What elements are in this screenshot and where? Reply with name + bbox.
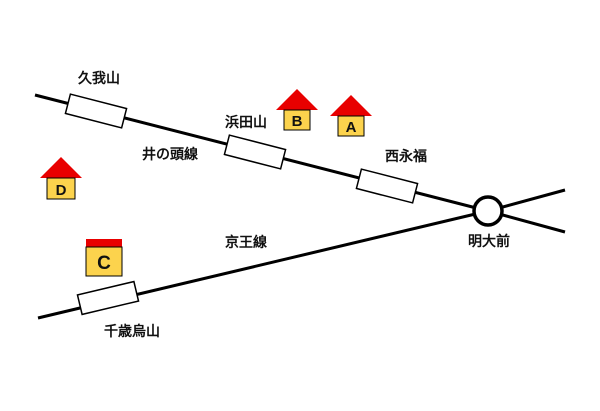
station-chitosekarasuyama-box[interactable] bbox=[76, 280, 140, 316]
meidaimae-label: 明大前 bbox=[468, 233, 510, 250]
marker-d-roof-icon bbox=[40, 157, 82, 178]
hamadayama-label: 浜田山 bbox=[225, 114, 267, 131]
marker-d[interactable]: D bbox=[40, 157, 82, 200]
marker-c-roof-icon bbox=[86, 239, 122, 247]
station-nishieifuku-box[interactable] bbox=[355, 168, 419, 204]
marker-d-label: D bbox=[56, 182, 67, 199]
marker-b-house-icon bbox=[283, 109, 311, 131]
marker-a[interactable]: A bbox=[330, 95, 372, 137]
inokashira-line-label: 井の頭線 bbox=[142, 146, 198, 163]
marker-b-roof-icon bbox=[276, 89, 318, 110]
chitosekarasuyama-label: 千歳烏山 bbox=[104, 323, 160, 340]
marker-c[interactable]: C bbox=[85, 239, 123, 277]
nishieifuku-label: 西永福 bbox=[385, 148, 427, 165]
marker-a-house-icon bbox=[337, 115, 365, 137]
meidaimae-junction-circle[interactable] bbox=[472, 195, 504, 227]
kugayama-label: 久我山 bbox=[77, 70, 120, 87]
marker-b[interactable]: B bbox=[276, 89, 318, 131]
keio-line-label: 京王線 bbox=[225, 234, 267, 251]
marker-d-house-icon bbox=[46, 177, 76, 200]
marker-a-label: A bbox=[346, 119, 357, 136]
marker-a-roof-icon bbox=[330, 95, 372, 116]
station-hamadayama-box[interactable] bbox=[223, 134, 287, 170]
station-kugayama-box[interactable] bbox=[64, 93, 128, 129]
marker-b-label: B bbox=[292, 113, 303, 130]
marker-c-label: C bbox=[97, 253, 111, 274]
marker-c-house-icon bbox=[85, 246, 123, 277]
